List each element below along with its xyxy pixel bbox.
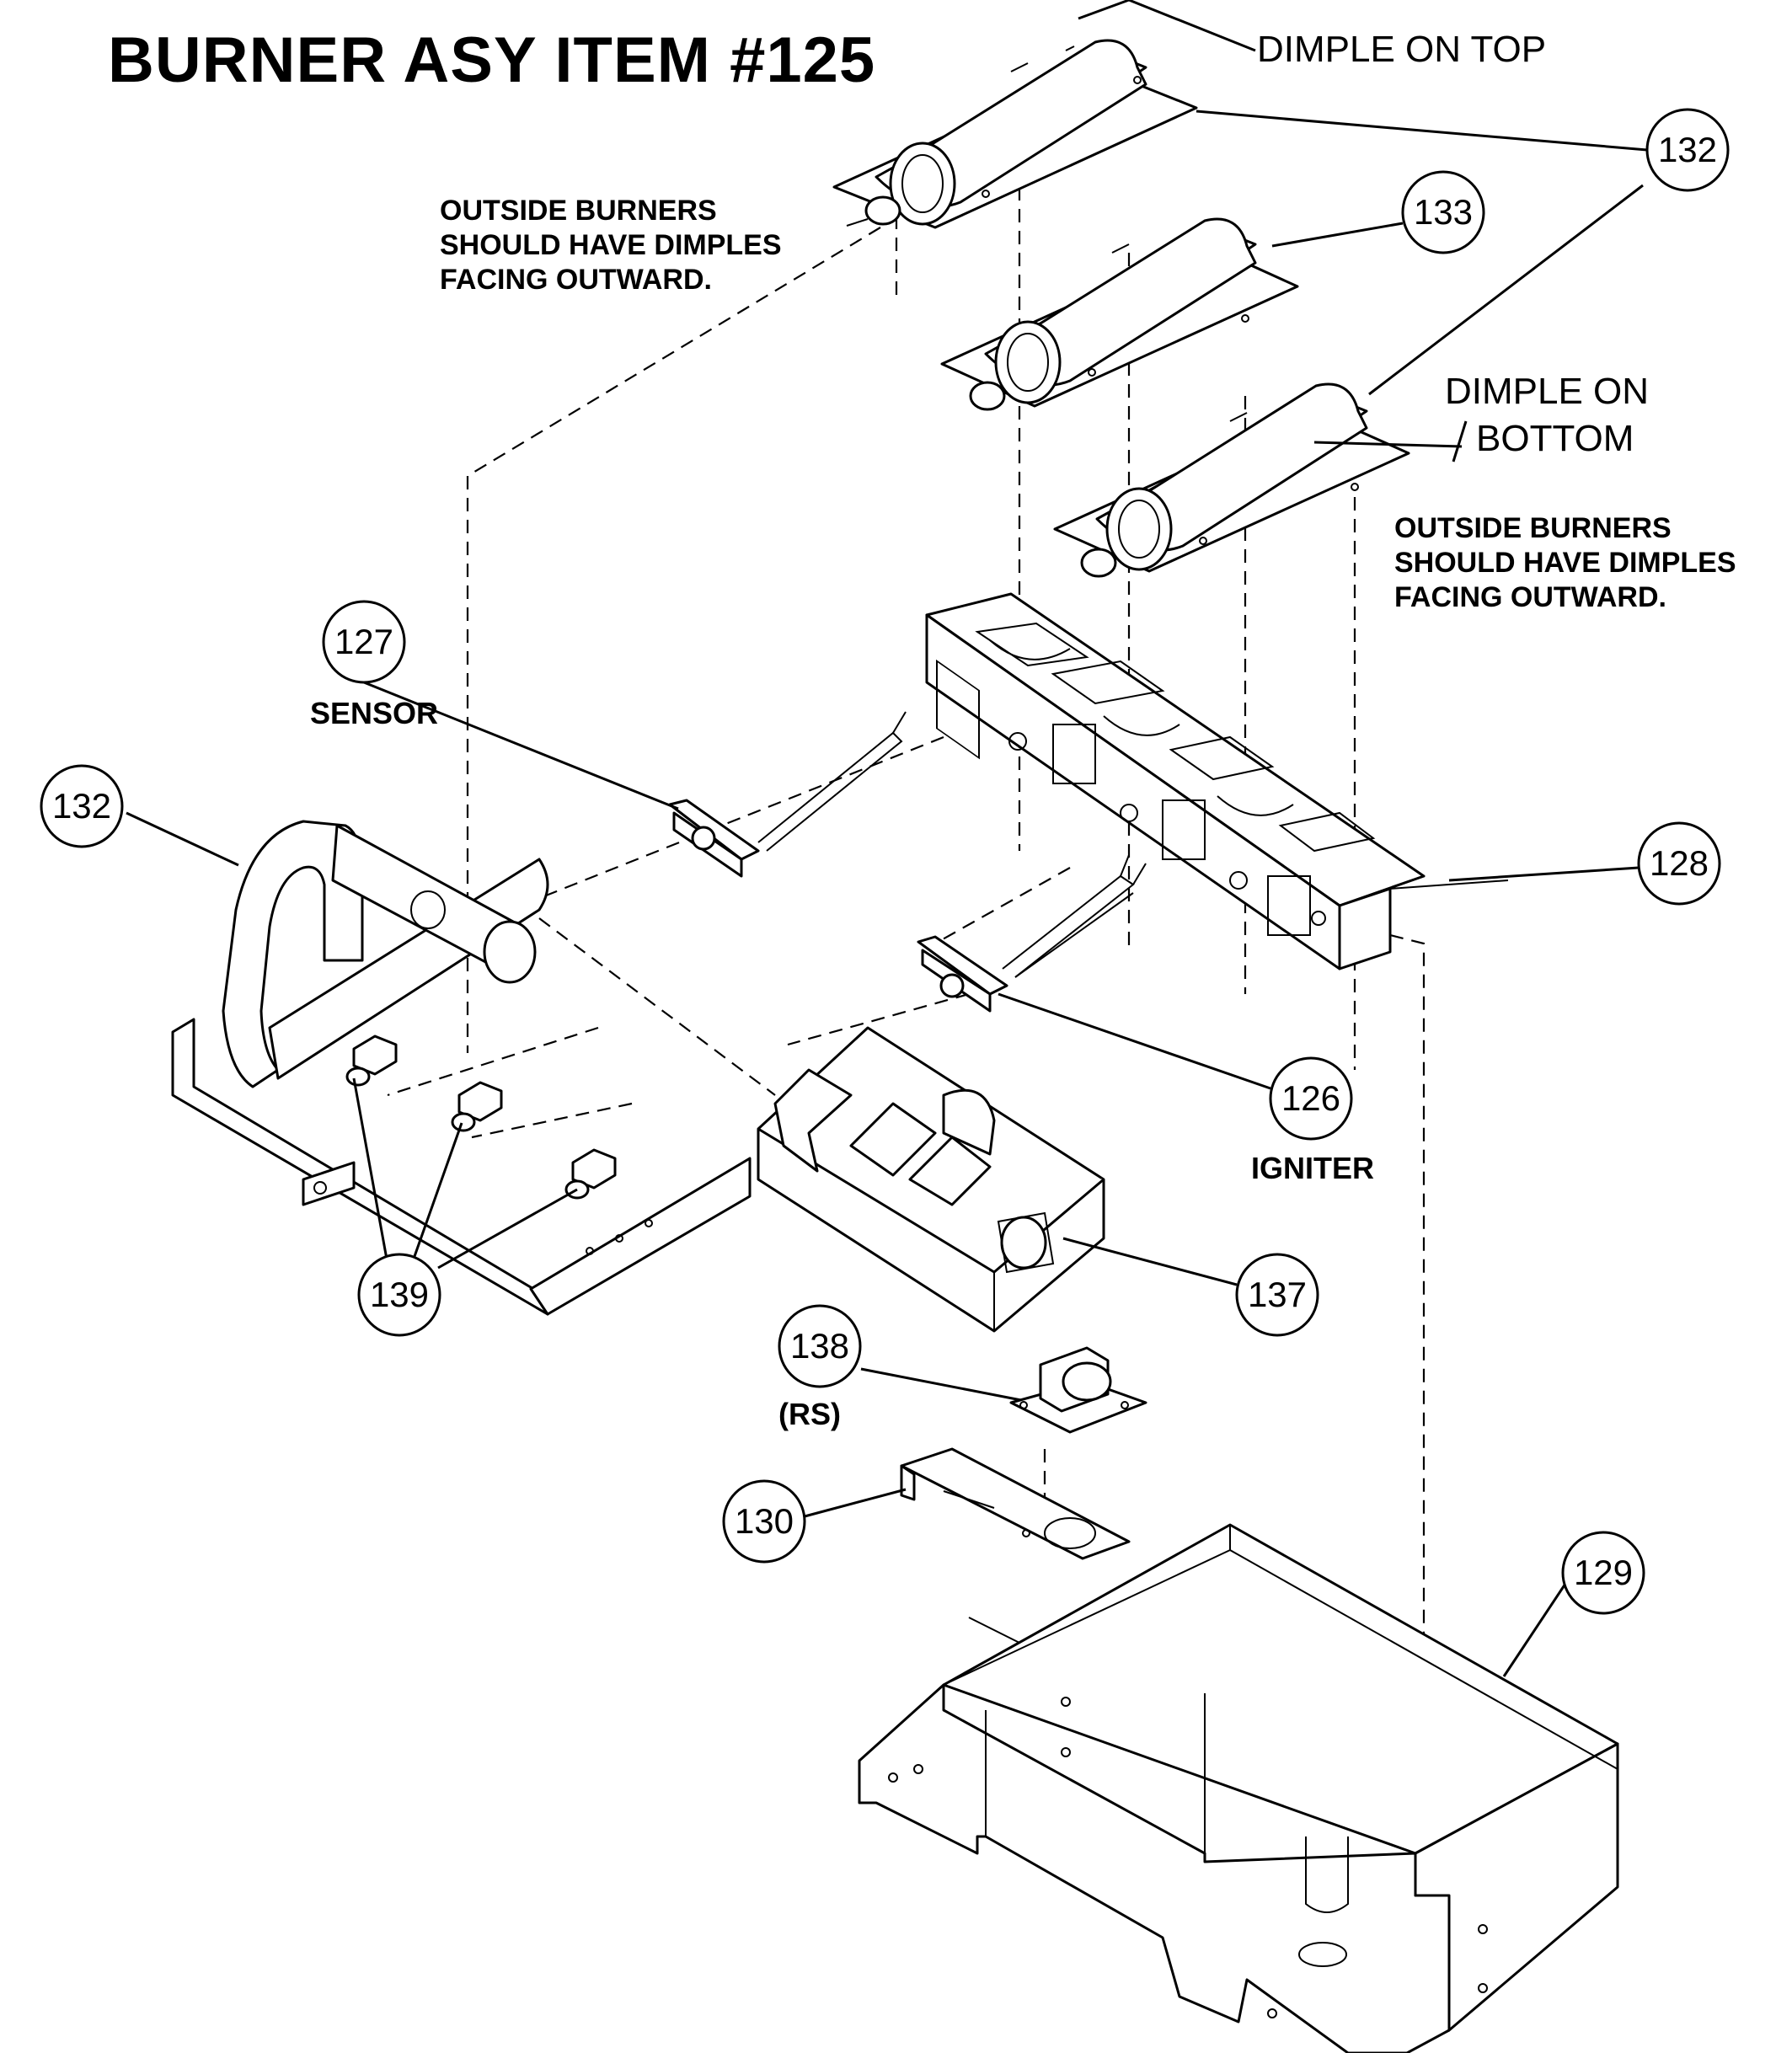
- dimple-on-bottom-label-line2: BOTTOM: [1476, 418, 1634, 459]
- mounting-bracket-part: [900, 1447, 1131, 1560]
- gas-valve-part: [757, 1026, 1105, 1333]
- rs-label: (RS): [778, 1397, 841, 1431]
- orifice-2: [451, 1081, 503, 1132]
- dimple-on-top-label: DIMPLE ON TOP: [1257, 29, 1547, 70]
- base-pan-part: [858, 1523, 1619, 2053]
- callout-circles: [40, 108, 1730, 1615]
- left-burner-note: OUTSIDE BURNERS SHOULD HAVE DIMPLES FACI…: [440, 194, 782, 297]
- callout-number-bracket: 130: [734, 1501, 794, 1541]
- callout-circle-burner-box: [1637, 821, 1721, 906]
- callout-circle-bracket: [722, 1479, 806, 1564]
- callout-number-burner-box: 128: [1649, 843, 1709, 883]
- leader-lines: [126, 0, 1648, 1677]
- callout-circle-igniter: [1269, 1056, 1353, 1141]
- callout-number-orifices: 139: [369, 1275, 430, 1314]
- callout-circle-base-pan: [1561, 1531, 1645, 1615]
- left-note-line: FACING OUTWARD.: [440, 264, 712, 296]
- callout-number-top-burner: 132: [1657, 130, 1718, 169]
- rollout-switch-part: [1009, 1346, 1147, 1434]
- callout-number-rollout-switch: 138: [789, 1326, 850, 1366]
- callout-circle-rollout-switch: [778, 1304, 862, 1388]
- callout-circle-sensor: [322, 600, 406, 684]
- left-note-line: OUTSIDE BURNERS: [440, 195, 717, 227]
- orifice-1: [345, 1035, 398, 1087]
- dimple-on-bottom-label-line1: DIMPLE ON: [1445, 371, 1650, 412]
- right-note-line: SHOULD HAVE DIMPLES: [1394, 547, 1736, 579]
- right-note-line: FACING OUTWARD.: [1394, 581, 1666, 613]
- callout-number-middle-burner: 133: [1413, 192, 1474, 232]
- igniter-label: IGNITER: [1251, 1151, 1375, 1185]
- callout-number-sensor: 127: [334, 622, 394, 661]
- top-burner-part: [832, 39, 1198, 229]
- callout-number-base-pan: 129: [1573, 1553, 1634, 1592]
- callout-circle-middle-burner: [1401, 170, 1485, 254]
- right-burner-note: OUTSIDE BURNERS SHOULD HAVE DIMPLES FACI…: [1394, 511, 1736, 615]
- callout-circle-gas-valve: [1235, 1253, 1319, 1337]
- callout-circle-manifold: [40, 764, 124, 848]
- gas-manifold-part: [171, 820, 752, 1316]
- callout-circle-orifices: [357, 1253, 441, 1337]
- left-note-line: SHOULD HAVE DIMPLES: [440, 229, 782, 261]
- callout-number-igniter: 126: [1281, 1078, 1341, 1118]
- callout-circle-top-burner: [1645, 108, 1730, 192]
- bottom-burner-part: [1053, 382, 1410, 578]
- callout-number-gas-valve: 137: [1247, 1275, 1308, 1314]
- flame-sensor-part: [668, 711, 907, 878]
- right-note-line: OUTSIDE BURNERS: [1394, 512, 1672, 544]
- hot-surface-igniter-part: [917, 854, 1147, 1013]
- diagram-title: BURNER ASY ITEM #125: [108, 24, 876, 96]
- callout-number-manifold: 132: [51, 786, 112, 826]
- sensor-label: SENSOR: [310, 696, 439, 730]
- middle-burner-part: [940, 217, 1299, 411]
- burner-box-part: [925, 592, 1509, 970]
- orifice-3: [564, 1148, 617, 1200]
